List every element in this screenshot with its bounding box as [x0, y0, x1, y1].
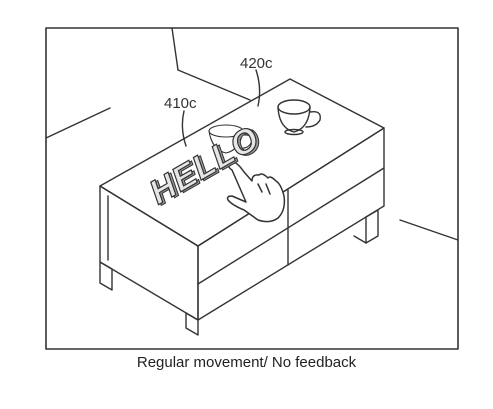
leader-420c	[255, 69, 261, 107]
leg-front-right	[185, 312, 199, 336]
cabinet	[99, 78, 385, 336]
label-410c: 410c	[164, 95, 197, 112]
cup-420c	[277, 99, 321, 136]
hologram-cup-410c	[208, 124, 253, 154]
leg-front-left	[99, 261, 113, 291]
cabinet-front	[99, 185, 199, 321]
leg-back-right	[365, 209, 379, 244]
room-corner	[45, 27, 459, 241]
cabinet-side	[197, 127, 385, 321]
figure-caption: Regular movement/ No feedback	[136, 354, 357, 371]
leader-410c	[181, 110, 187, 147]
figure-frame	[45, 27, 459, 350]
pointing-hand-icon	[226, 160, 286, 223]
label-420c: 420c	[240, 55, 273, 72]
drawer-divider-h	[197, 167, 385, 285]
